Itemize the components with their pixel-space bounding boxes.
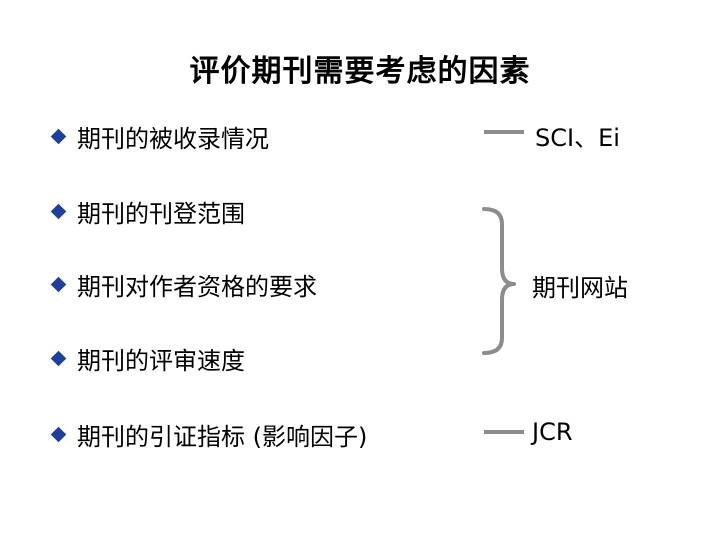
connector-dash [484,430,524,434]
slide-title: 评价期刊需要考虑的因素 [189,54,531,89]
bullet-item-author-requirements: 期刊对作者资格的要求 [48,268,317,301]
diamond-bullet-icon [50,350,67,366]
bullet-text: 期刊的刊登范围 [77,199,245,228]
diamond-bullet-icon [50,426,67,442]
bullet-item-review-speed: 期刊的评审速度 [48,342,245,375]
connector-dash [484,130,524,134]
bullet-item-indexing: 期刊的被收录情况 [48,120,269,153]
bullet-item-citation-metrics: 期刊的引证指标 (影响因子) [48,418,368,451]
source-label-journal-site: 期刊网站 [532,274,628,302]
diamond-bullet-icon [50,128,67,144]
bullet-text: 期刊的引证指标 (影响因子) [77,422,368,451]
bullet-text: 期刊的评审速度 [77,346,245,375]
diamond-bullet-icon [50,276,67,292]
bullet-text: 期刊对作者资格的要求 [77,272,317,301]
bullet-item-scope: 期刊的刊登范围 [48,195,245,228]
source-label-metrics: JCR [532,418,573,446]
diamond-bullet-icon [50,203,67,219]
brace-connector [482,207,516,355]
source-label-indexing: SCI、Ei [535,124,620,152]
bullet-text: 期刊的被收录情况 [77,124,269,153]
